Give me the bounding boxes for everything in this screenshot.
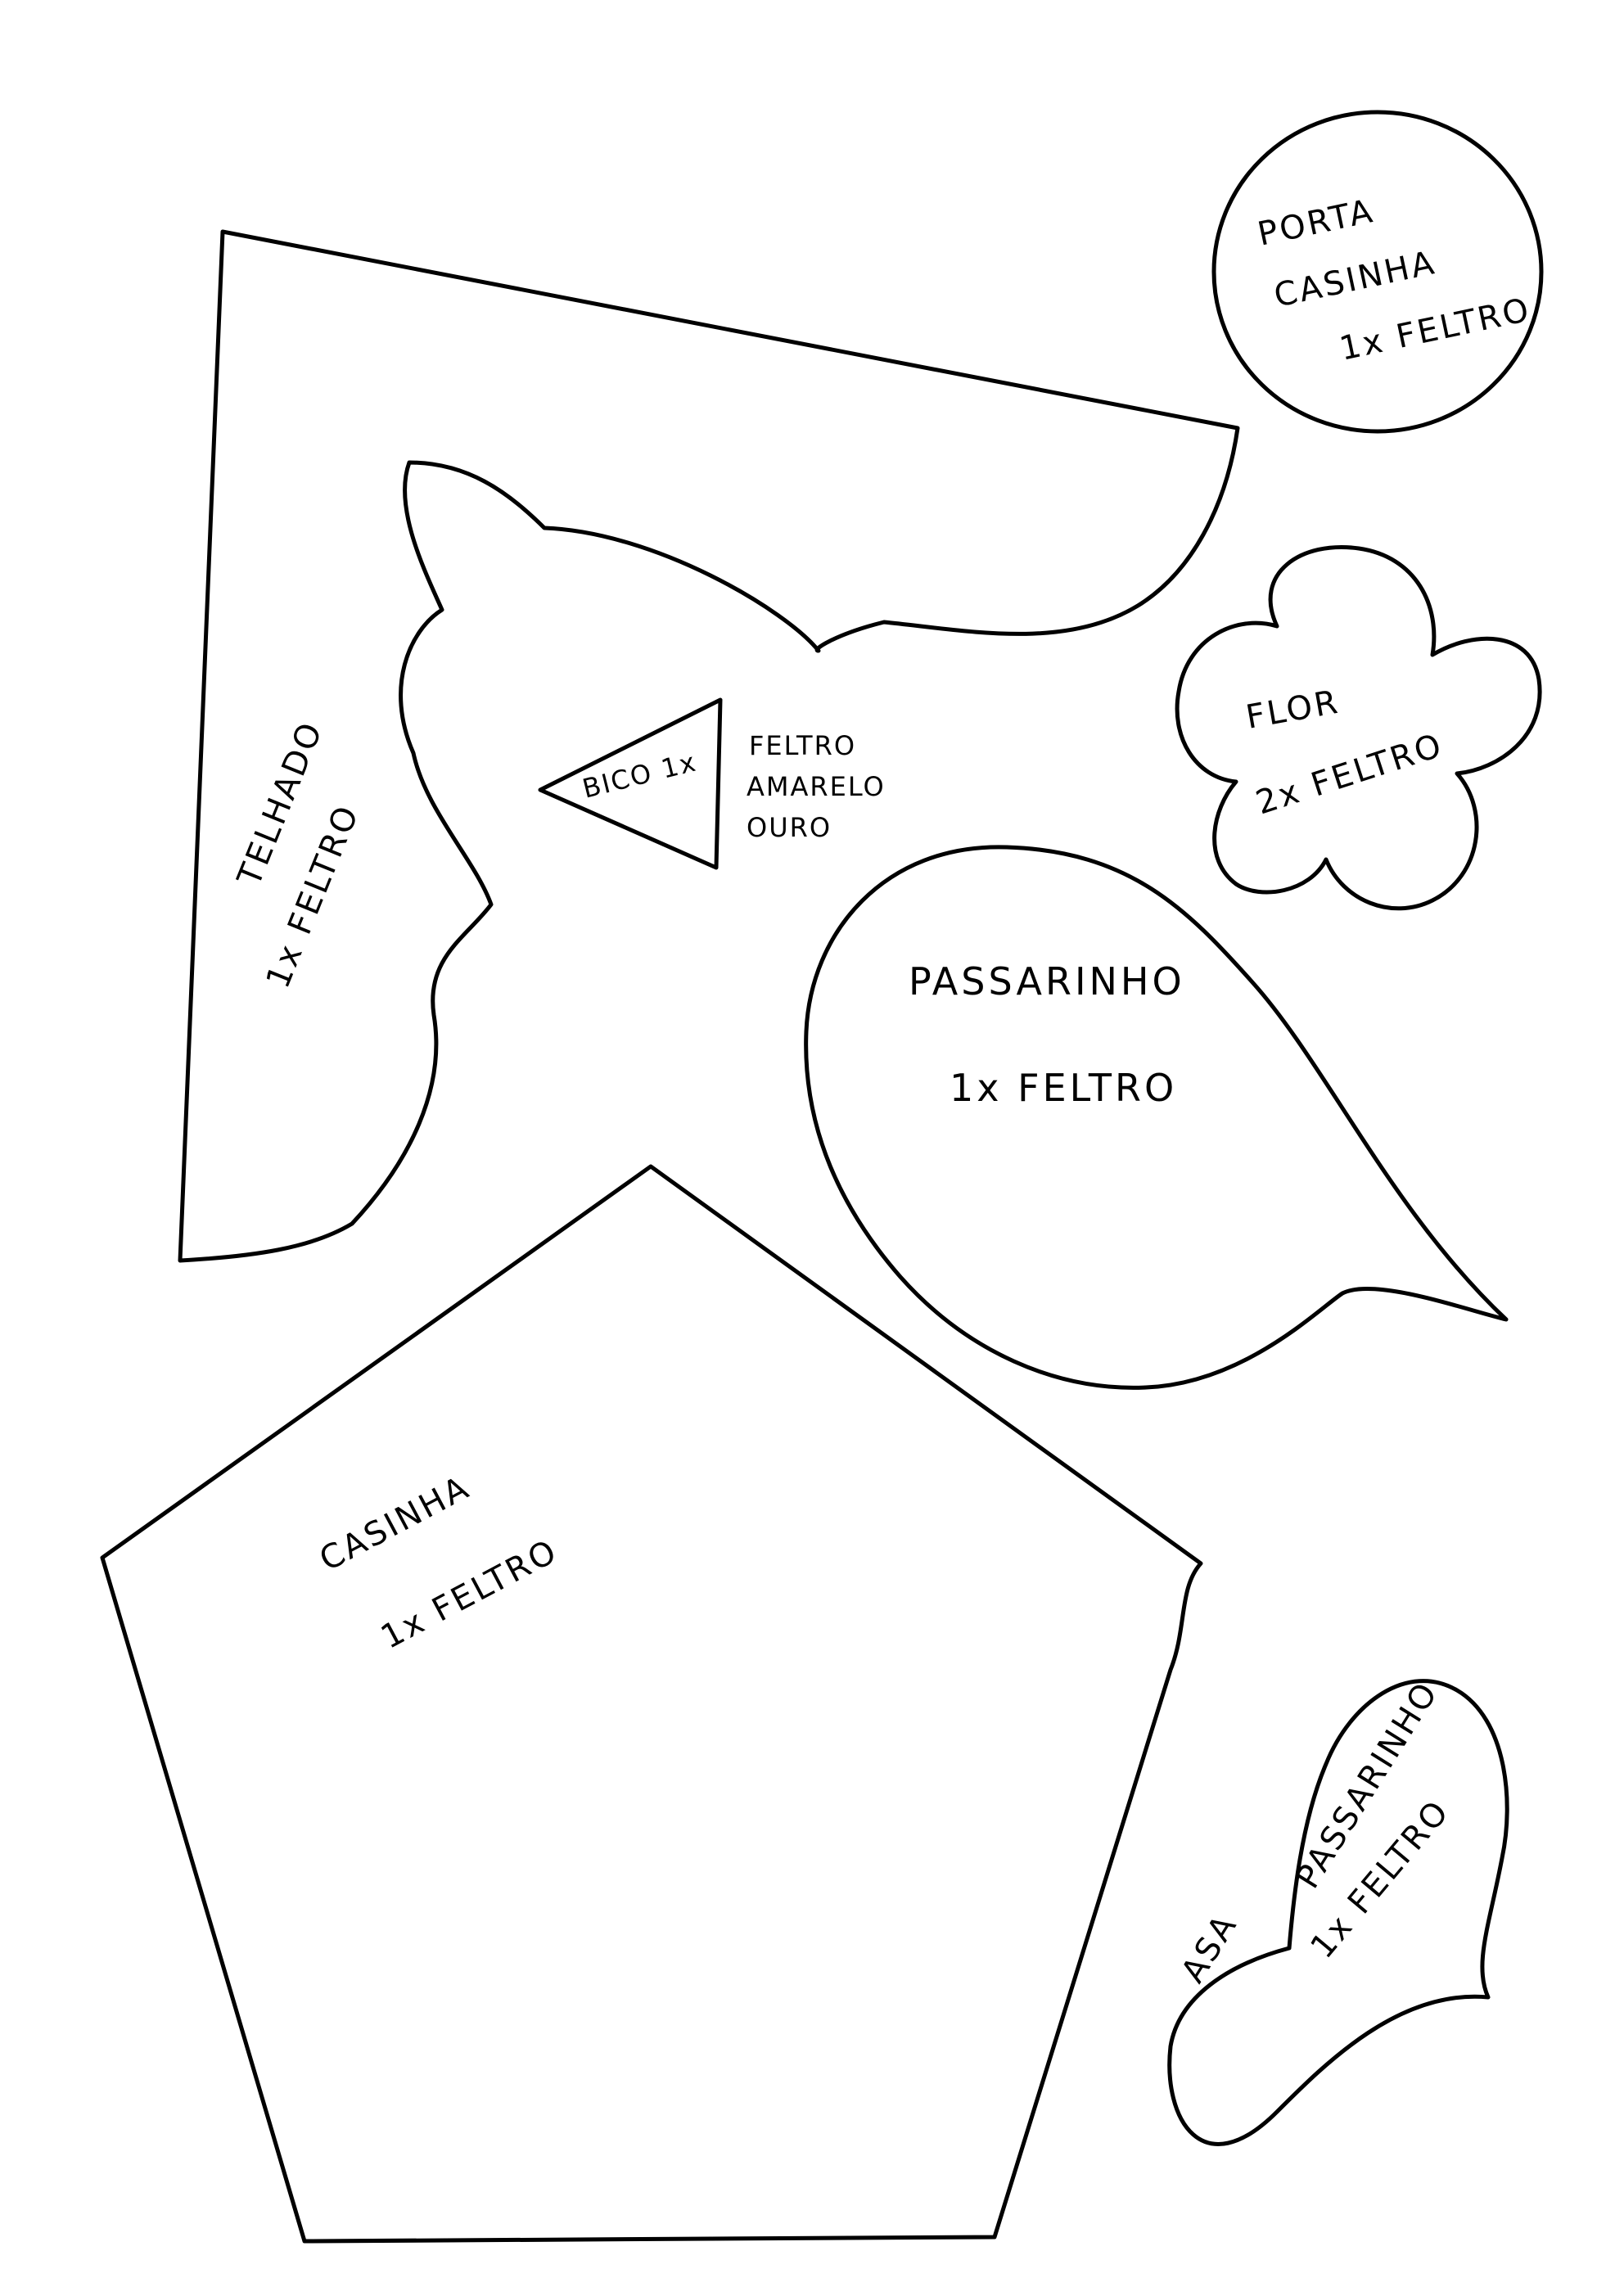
porta-piece: PORTA CASINHA 1x FELTRO	[1211, 110, 1544, 434]
passarinho-outline	[804, 845, 1509, 1390]
flor-label-line1: FLOR	[1243, 683, 1342, 737]
passarinho-label-line1: PASSARINHO	[909, 959, 1185, 1004]
casinha-piece: CASINHA 1x FELTRO	[100, 1164, 1203, 2244]
asa-piece: ASA PASSARINHO 1x FELTRO	[1167, 1675, 1509, 2146]
porta-label-line3: 1x FELTRO	[1337, 291, 1535, 368]
casinha-label-line1: CASINHA	[314, 1468, 476, 1579]
asa-label-line2: PASSARINHO	[1288, 1675, 1446, 1895]
bico-label-line1: FELTRO	[749, 730, 856, 761]
telhado-outline	[178, 229, 1240, 1263]
asa-outline	[1167, 1679, 1509, 2146]
porta-label-line2: CASINHA	[1271, 244, 1440, 315]
bico-label-line3: OURO	[747, 812, 832, 843]
passarinho-label-line2: 1x FELTRO	[950, 1066, 1177, 1110]
asa-label-line1: ASA	[1174, 1907, 1245, 1990]
bico-outline	[538, 697, 723, 870]
casinha-label-line2: 1x FELTRO	[375, 1532, 564, 1657]
flor-label-line2: 2x FELTRO	[1252, 726, 1448, 822]
passarinho-piece: PASSARINHO 1x FELTRO	[804, 845, 1509, 1390]
casinha-outline	[100, 1164, 1203, 2244]
bico-inside-label: BICO 1x	[580, 746, 700, 804]
flor-piece: FLOR 2x FELTRO	[1175, 545, 1542, 911]
porta-label-line1: PORTA	[1255, 192, 1378, 254]
bico-piece: BICO 1x FELTRO AMARELO OURO	[538, 697, 886, 870]
porta-outline	[1211, 110, 1544, 434]
flor-outline	[1175, 545, 1542, 911]
bico-label-line2: AMARELO	[747, 771, 886, 802]
